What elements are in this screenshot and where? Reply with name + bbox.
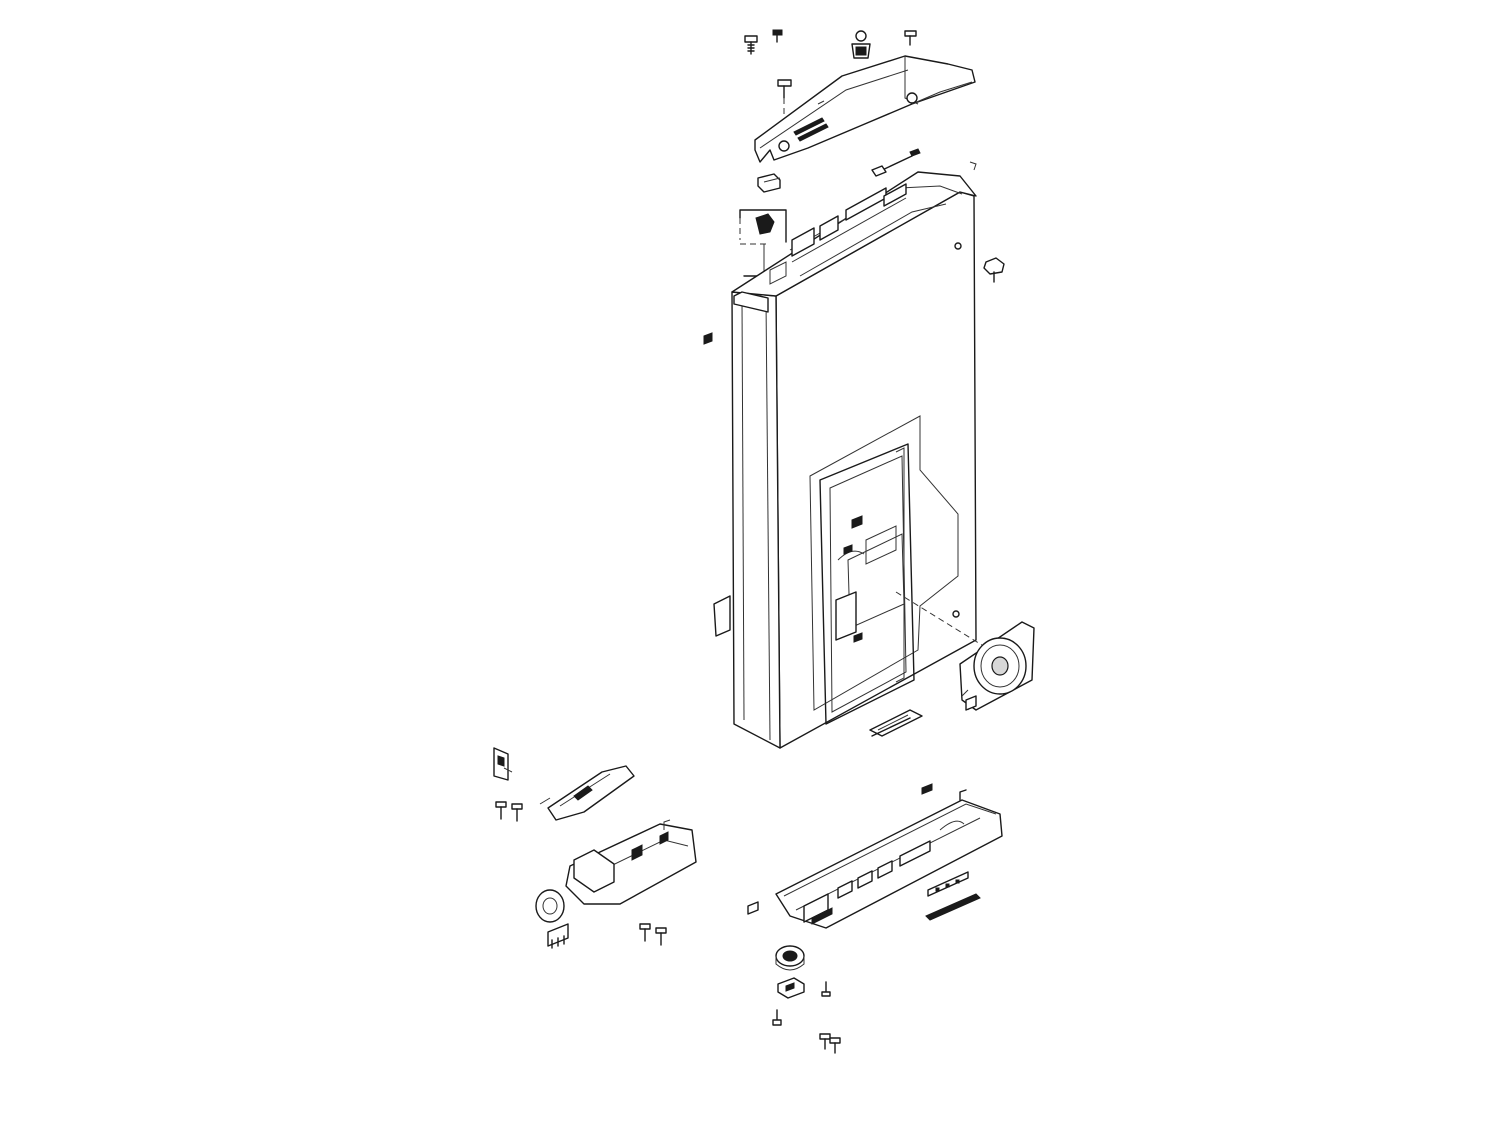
gear-wheel [775, 945, 805, 971]
top-screw-small [772, 29, 783, 43]
left-small-bracket [493, 747, 513, 781]
dispenser-motor-housing [565, 819, 697, 905]
bottom-screw-right [821, 981, 831, 997]
top-screw-left [744, 35, 758, 55]
hinge-bolt [969, 161, 1005, 283]
fan-assembly [959, 621, 1035, 711]
door-panel [713, 171, 977, 749]
bottom-small-clip [921, 783, 933, 795]
bottom-screw-pair [819, 1033, 841, 1054]
display-strip [925, 893, 981, 921]
button-strip [927, 871, 969, 897]
switch-connector [547, 923, 569, 949]
mid-screw-pair [639, 923, 667, 946]
dispenser-recess [809, 415, 991, 725]
top-screw-right [904, 30, 917, 46]
connector-wire [871, 148, 921, 177]
side-clip [703, 332, 713, 345]
actuator-lever [539, 765, 635, 821]
drip-tray [869, 709, 923, 737]
dispenser-motor-disc [535, 889, 565, 923]
small-block [747, 901, 759, 915]
gear-bracket [777, 977, 805, 999]
bottom-screw-left [772, 1009, 782, 1026]
left-screw-pair [495, 801, 523, 822]
top-cable-clip [851, 30, 871, 59]
control-panel-bezel [775, 789, 1003, 929]
top-cover-plate [754, 55, 976, 163]
small-bracket [757, 173, 781, 193]
